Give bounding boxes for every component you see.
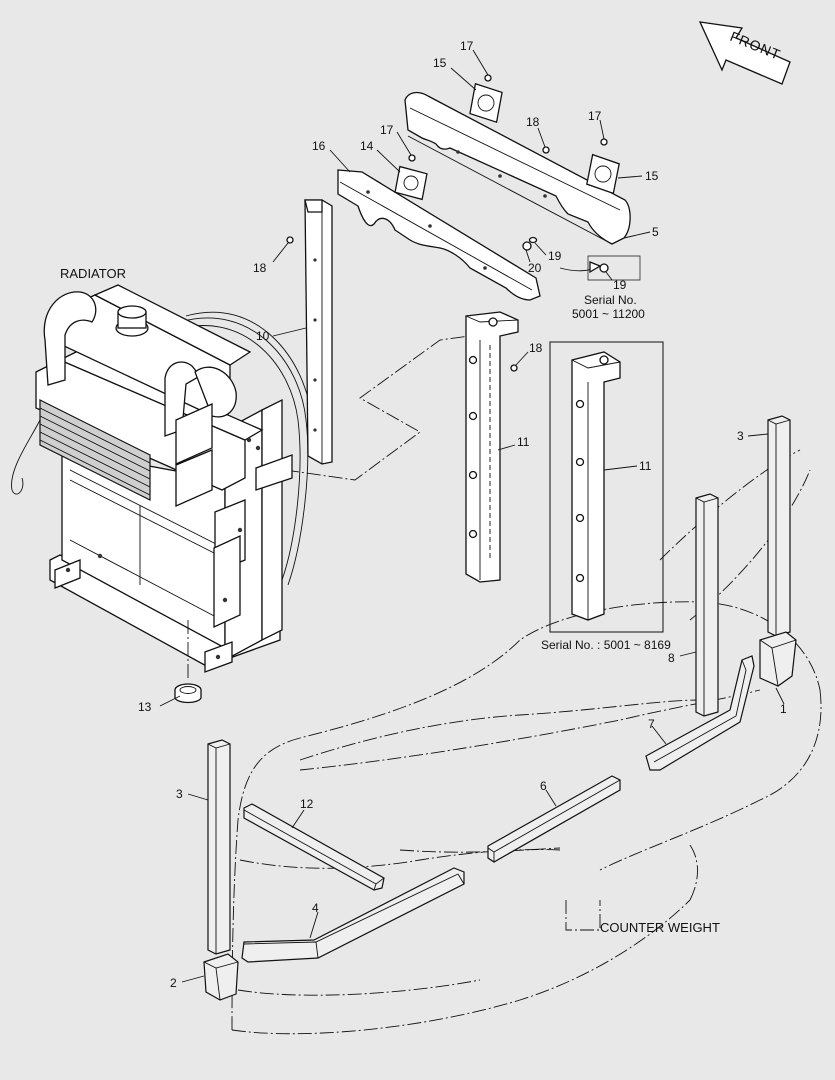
callout-16: 16 — [312, 139, 326, 153]
part-18-bolt-b: 18 — [253, 236, 294, 275]
serial-note-a-line2: 5001 ~ 11200 — [572, 307, 645, 321]
part-14-plate: 14 — [360, 139, 428, 201]
callout-2: 2 — [170, 976, 177, 990]
part-5-top-bracket — [404, 91, 631, 245]
counter-weight-outline — [231, 601, 822, 1035]
part-17-bolt-a: 17 — [460, 39, 492, 82]
part-11-side-bracket: 11 — [465, 311, 530, 583]
part-2-corner-block: 2 — [170, 953, 239, 1001]
part-18-bolt-a: 18 — [526, 115, 550, 154]
callout-18-a: 18 — [526, 115, 540, 129]
callout-1: 1 — [780, 702, 787, 716]
part-3-left-seal: 3 — [176, 739, 231, 955]
callout-20: 20 — [528, 261, 542, 275]
part-3-right-seal: 3 — [737, 415, 791, 637]
callout-13: 13 — [138, 700, 152, 714]
part-7-angled-seal: 7 — [645, 655, 755, 771]
callout-17-b: 17 — [380, 123, 394, 137]
part-8-seal: 8 — [668, 493, 719, 717]
radiator-assembly — [11, 284, 313, 673]
callout-6: 6 — [540, 779, 547, 793]
part-15-plate-a: 15 — [433, 56, 503, 124]
part-15-plate-b: 15 — [586, 153, 659, 195]
part-6-seal: 6 — [487, 775, 621, 863]
callout-5: 5 — [652, 225, 659, 239]
part-17-bolt-b: 17 — [380, 123, 416, 162]
callout-19-a: 19 — [548, 249, 562, 263]
part-16-lower-bracket: 16 — [312, 139, 541, 301]
part-18-bolt-c: 18 — [510, 341, 543, 372]
part-13-grommet: 13 — [138, 620, 202, 714]
callout-4: 4 — [312, 901, 319, 915]
front-direction-arrow: FRONT — [698, 21, 791, 85]
serial-note-b: Serial No. : 5001 ~ 8169 — [541, 638, 671, 652]
callout-15-b: 15 — [645, 169, 659, 183]
counter-weight-label: COUNTER WEIGHT — [600, 920, 720, 935]
part-1-corner-block: 1 — [759, 631, 797, 716]
part-19-20-fasteners: 19 20 19 — [522, 236, 641, 292]
callout-7: 7 — [648, 717, 655, 731]
callout-11-a: 11 — [517, 435, 530, 449]
radiator-label: RADIATOR — [60, 266, 126, 281]
phantom-guide-lines — [284, 335, 811, 853]
callout-19-b: 19 — [613, 278, 627, 292]
callout-3-a: 3 — [737, 429, 744, 443]
callout-14: 14 — [360, 139, 374, 153]
callout-12: 12 — [300, 797, 314, 811]
callout-17-a: 17 — [460, 39, 474, 53]
callout-18-c: 18 — [529, 341, 543, 355]
callout-15-a: 15 — [433, 56, 447, 70]
callout-3-b: 3 — [176, 787, 183, 801]
serial-note-a-line1: Serial No. — [584, 293, 637, 307]
part-10-vertical-seal: 10 — [256, 199, 333, 465]
callout-17-c: 17 — [588, 109, 602, 123]
callout-18-b: 18 — [253, 261, 267, 275]
part-4-angled-seal: 4 — [241, 867, 465, 963]
part-17-bolt-c: 17 — [588, 109, 608, 146]
serial-inset-box: 11 — [549, 341, 664, 633]
part-12-seal: 12 — [243, 797, 385, 891]
callout-10: 10 — [256, 329, 270, 343]
callout-8: 8 — [668, 651, 675, 665]
callout-11-b: 11 — [639, 459, 652, 473]
